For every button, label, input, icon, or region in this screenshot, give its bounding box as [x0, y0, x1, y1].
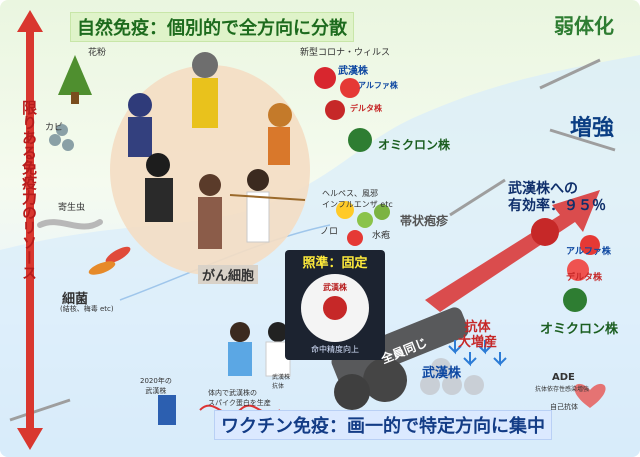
mold-label: カビ — [45, 123, 64, 133]
ade-label: ADE — [552, 372, 575, 383]
herpes-label: ヘルペス、風邪 インフルエンザ etc — [322, 189, 393, 209]
right-delta-label: デルタ株 — [566, 273, 603, 283]
strengthen-label: 増強 — [569, 116, 614, 141]
cancer-label: がん細胞 — [198, 265, 259, 284]
aim-virus-label: 武漢株 — [323, 283, 347, 292]
resource-label: 限りある免疫力のリソース — [20, 100, 38, 280]
noro-label: ノロ — [320, 227, 339, 237]
spike-label: 体内で武漢株の スパイク蛋白を生産 — [208, 389, 271, 407]
antibody-label: 抗体 大増産 — [458, 320, 498, 350]
attack-arrow — [425, 190, 600, 312]
parasite-icon — [37, 219, 103, 230]
right-virus-wuhan — [531, 218, 559, 246]
bacteria-sub-label: (結核、梅毒 etc) — [60, 305, 114, 313]
virus-title-label: 新型コロナ・ウィルス — [300, 48, 391, 58]
autoantibody-label: 自己抗体 — [550, 403, 578, 411]
aim-panel: 照準：固定 武漢株 命中精度向上 — [285, 250, 385, 360]
injection-label: 武漢株 抗体 — [272, 374, 291, 390]
aim-virus-icon — [323, 296, 347, 320]
effect-rate: 武漢株への 有効率：９５％ — [508, 181, 606, 215]
ade-sub-label: 抗体依存性感染増強 — [535, 386, 590, 393]
omicron-label: オミクロン株 — [378, 138, 451, 152]
tree-icon — [58, 55, 92, 95]
aim-caption: 命中精度向上 — [311, 345, 359, 354]
alpha-label: アルファ株 — [358, 81, 398, 90]
shingles-label: 帯状疱疹 — [400, 214, 449, 228]
right-omicron-label: オミクロン株 — [540, 322, 619, 337]
weaken-label: 弱体化 — [554, 14, 614, 38]
wuhan-label: 武漢株 — [338, 66, 368, 77]
delta-label: デルタ株 — [350, 104, 382, 113]
virus-cluster-top — [314, 67, 372, 152]
effect-line2: 有効率：９５％ — [508, 198, 606, 214]
vaccine-immunity-header: ワクチン免疫：画一的で特定方向に集中 — [214, 410, 552, 440]
target-icon: 武漢株 — [301, 274, 369, 342]
wuhan-cannon-label: 武漢株 — [422, 366, 462, 381]
natural-immunity-header: 自然免疫：個別的で全方向に分散 — [70, 12, 354, 42]
cannon-icon — [331, 307, 469, 410]
bacteria-label: 細菌 — [62, 292, 89, 307]
parasite-label: 寄生虫 — [58, 203, 86, 213]
pollen-label: 花粉 — [88, 48, 107, 58]
resource-arrow — [17, 10, 43, 450]
chickenpox-label: 水疱 — [372, 231, 391, 241]
right-alpha-label: アルファ株 — [566, 247, 611, 257]
vaccine-2020-label: 2020年の 武漢株 — [140, 377, 172, 395]
aim-title: 照準：固定 — [302, 256, 368, 271]
effect-line1: 武漢株への — [508, 181, 578, 197]
